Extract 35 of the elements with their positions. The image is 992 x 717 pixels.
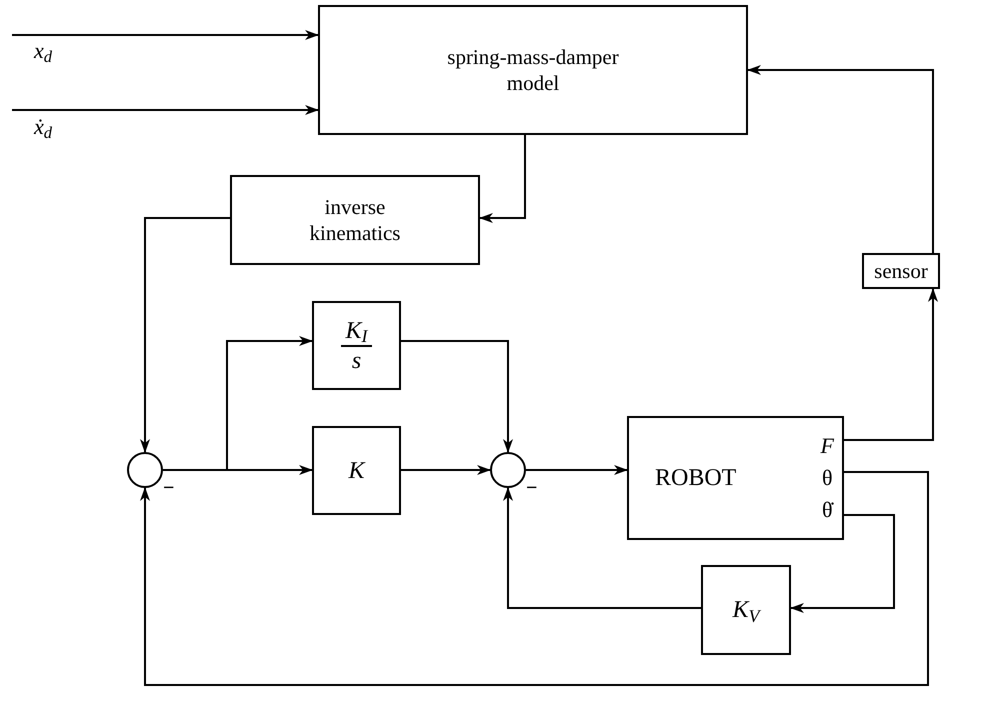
block-box	[701, 565, 791, 655]
block-box	[862, 253, 940, 289]
node-label: sensor	[874, 258, 928, 284]
minus-sign: −	[526, 478, 538, 498]
arrow	[163, 336, 313, 471]
arrow	[12, 105, 319, 115]
block-box	[318, 5, 748, 135]
node-label: inverse kinematics	[308, 194, 402, 246]
denominator: s	[352, 346, 362, 372]
numerator: K$_{I}$	[341, 318, 372, 346]
arrow	[12, 30, 319, 40]
edge-label: ẋ$_{d}$	[34, 116, 52, 138]
arrow	[844, 288, 938, 441]
arrow	[140, 217, 230, 453]
node-label: spring-mass-damper model	[446, 44, 620, 96]
node-label: K	[348, 456, 364, 486]
arrow	[140, 471, 929, 686]
arrow	[747, 65, 934, 253]
edge-label: x$_{d}$	[34, 40, 52, 62]
math-label: ROBOT	[655, 464, 736, 493]
arrow	[401, 465, 491, 475]
block-box	[230, 175, 480, 265]
math-label: F	[820, 433, 834, 459]
arrow	[790, 514, 895, 613]
math-label: θ	[822, 465, 833, 491]
block-box	[312, 426, 401, 515]
block-box	[312, 301, 401, 390]
block-box	[627, 416, 844, 540]
minus-sign: −	[163, 478, 174, 498]
arrow	[526, 465, 628, 475]
arrow	[503, 487, 701, 609]
node-label: K$_{V}$	[732, 596, 760, 625]
math-label: θ̇	[822, 497, 833, 523]
arrow	[479, 135, 526, 223]
arrow	[401, 340, 513, 453]
